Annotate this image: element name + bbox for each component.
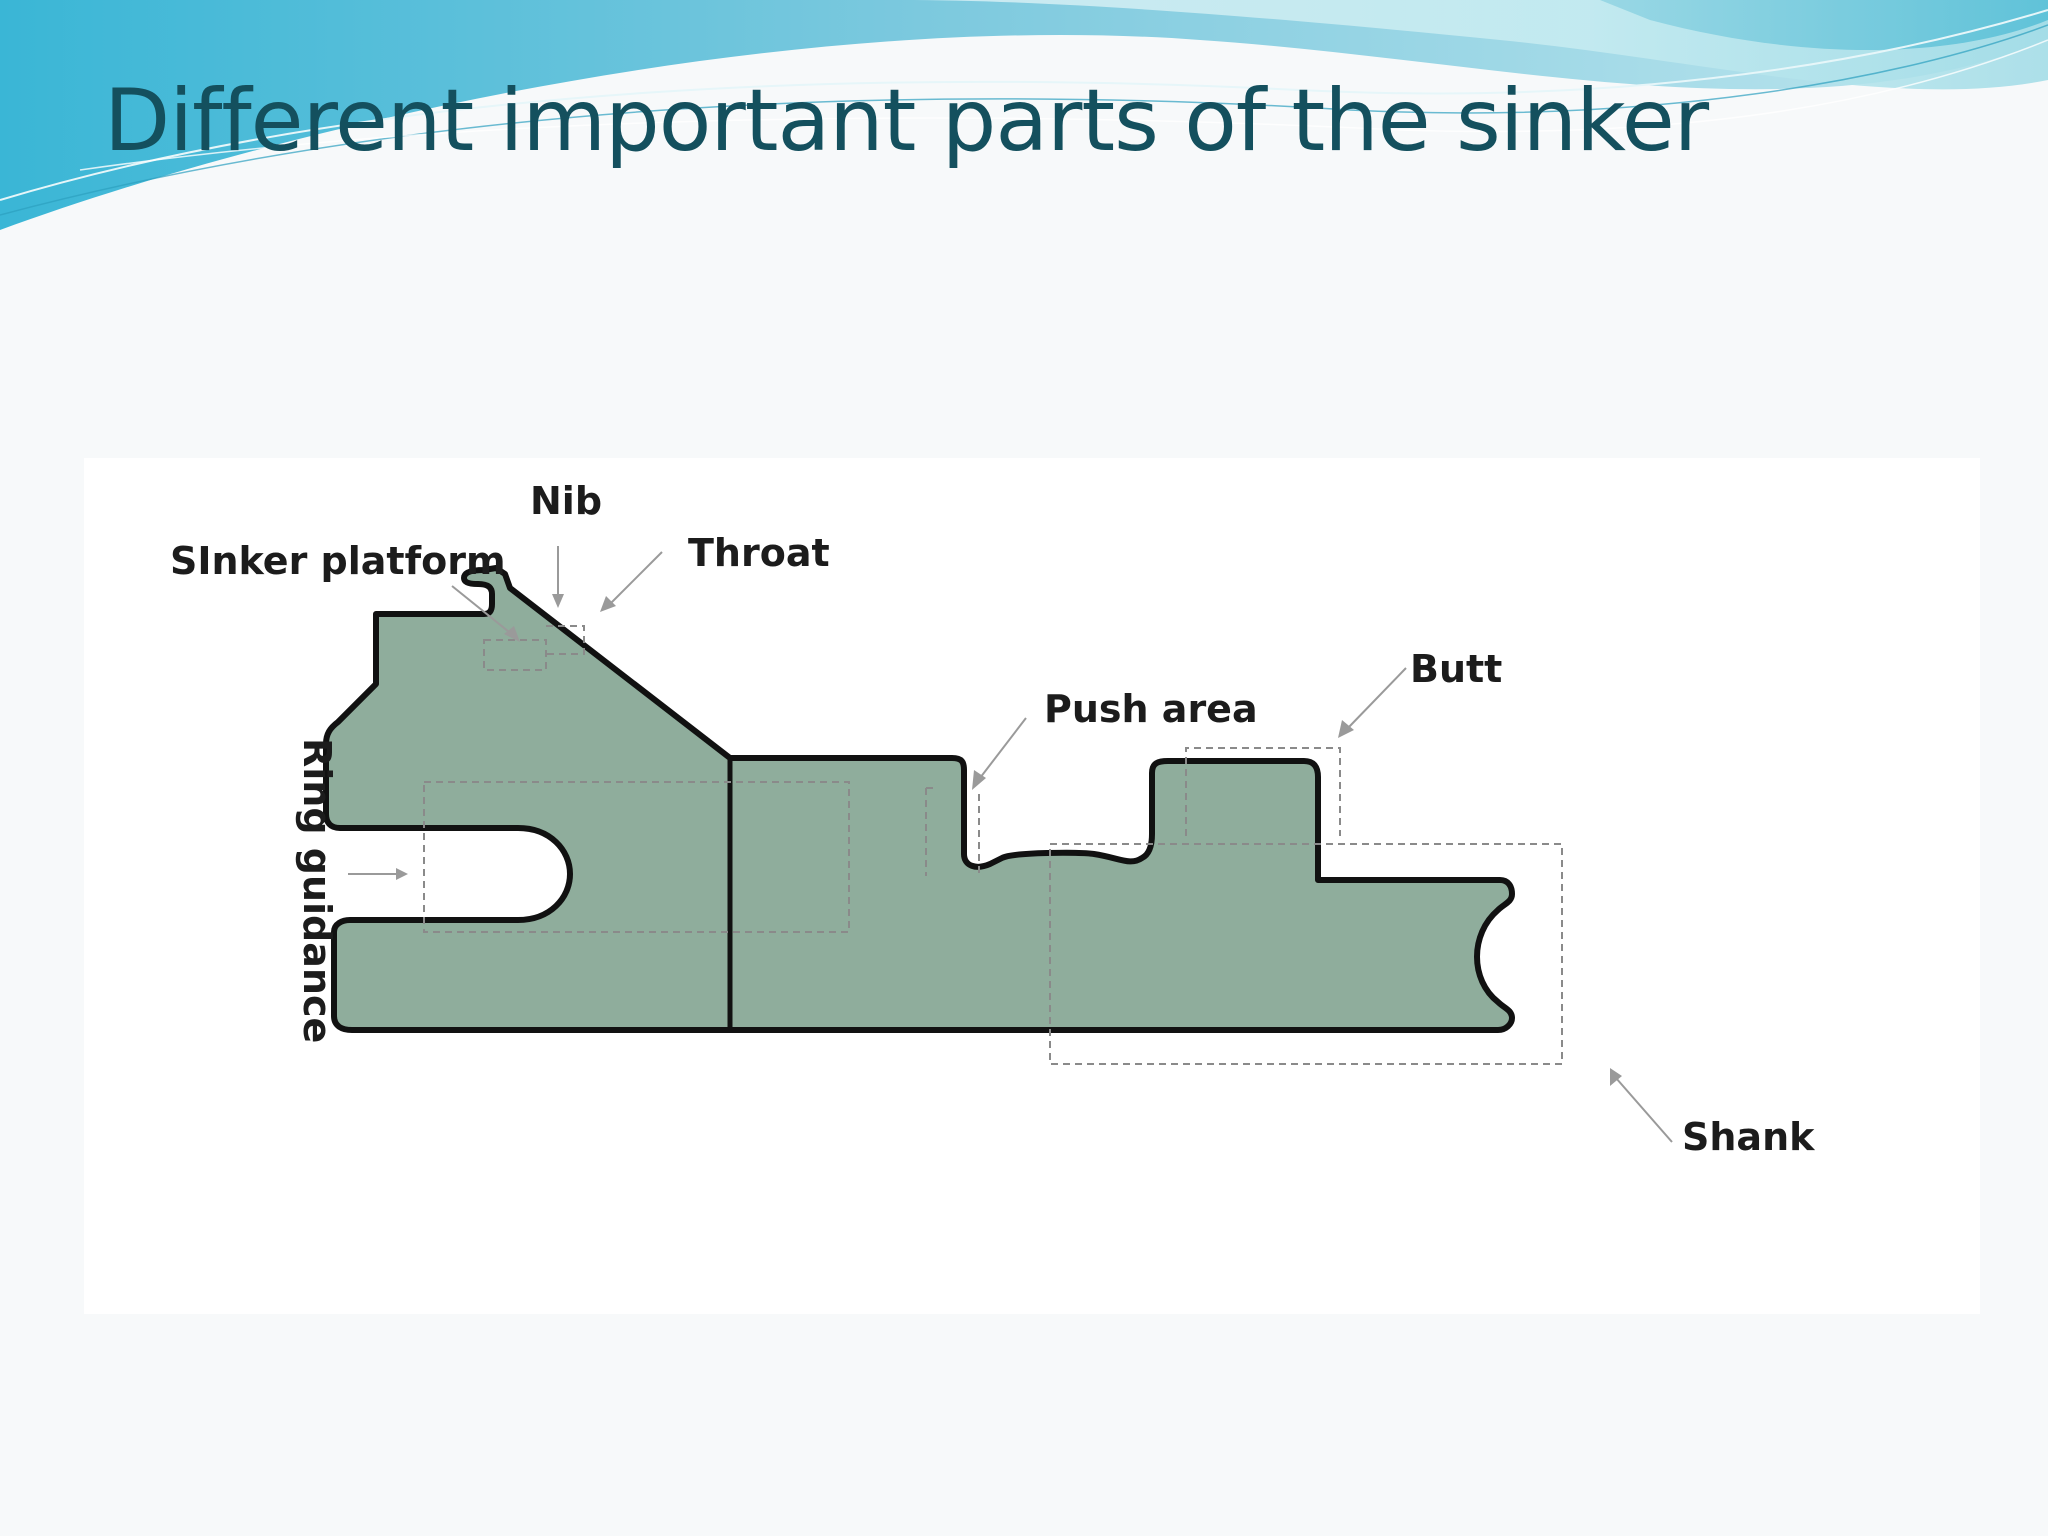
sinker-body: [323, 565, 1515, 1033]
nib-leader: [552, 546, 564, 608]
label-push-area: Push area: [1044, 687, 1258, 731]
sinker-platform-leader: [451, 585, 520, 642]
platform-guide-region: [483, 639, 547, 671]
butt-leader: [1338, 667, 1407, 738]
shank-guide-region: [1049, 843, 1563, 1065]
sinker-diagram-canvas: Nib SInker platform Throat Butt Push are…: [170, 479, 1815, 1159]
label-nib: Nib: [530, 479, 602, 523]
sinker-diagram: Nib SInker platform Throat Butt Push are…: [84, 458, 1980, 1314]
label-sinker-platform: SInker platform: [170, 539, 506, 583]
header-wave-decoration: [0, 0, 2048, 230]
shank-leader: [1610, 1068, 1673, 1143]
ring-guidance-guide-region: [423, 781, 850, 933]
nib-guide-region: [546, 625, 585, 655]
push-area-leader: [972, 717, 1027, 790]
ring-guidance-leader: [348, 868, 408, 880]
throat-leader: [600, 551, 663, 612]
label-ring-guidance: Ring guidance: [295, 738, 339, 1043]
slide-title: Different important parts of the sinker: [104, 71, 1709, 171]
label-butt: Butt: [1410, 647, 1502, 691]
label-shank: Shank: [1682, 1115, 1815, 1159]
push-area-guide-region: [925, 787, 936, 876]
label-throat: Throat: [688, 531, 830, 575]
